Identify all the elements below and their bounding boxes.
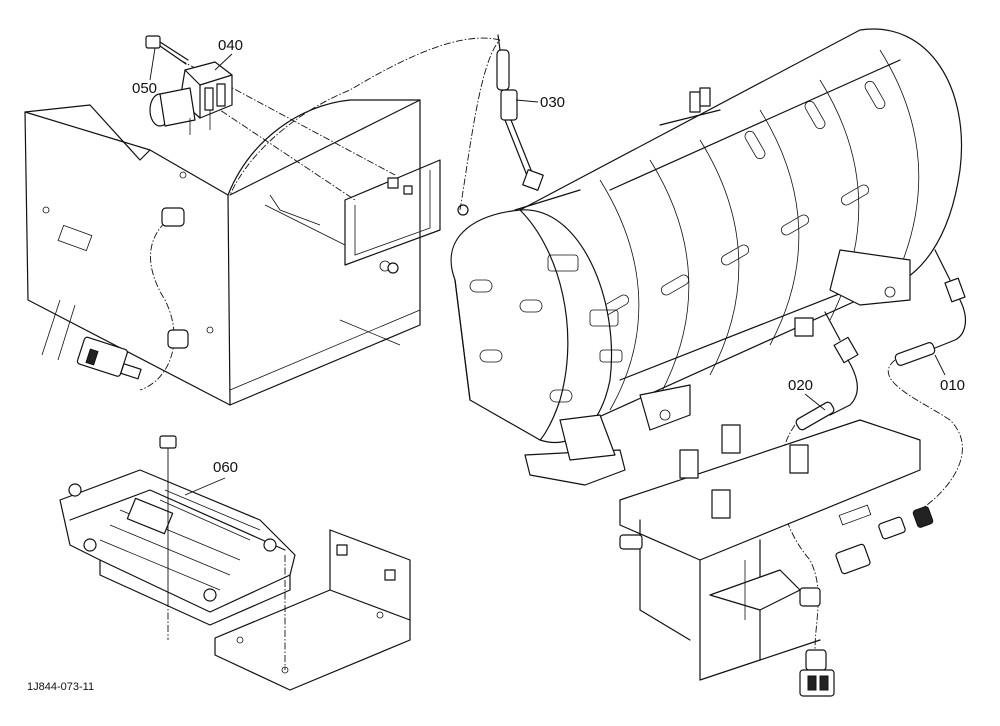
callout-label-030: 030 <box>540 94 565 111</box>
callout-050: 050 <box>132 47 157 97</box>
temperature-sensor-030 <box>496 34 544 191</box>
cable-clip <box>161 207 189 349</box>
callout-020: 020 <box>788 377 826 411</box>
callout-label-020: 020 <box>788 377 813 394</box>
callout-010: 010 <box>934 354 965 394</box>
ecu-mounting-plate <box>167 529 411 691</box>
pressure-sensor <box>149 61 233 135</box>
mounting-bracket-panel <box>24 99 421 406</box>
callout-label-040: 040 <box>218 37 243 54</box>
callout-030: 030 <box>515 94 565 111</box>
callout-040: 040 <box>214 37 243 71</box>
callout-label-010: 010 <box>940 377 965 394</box>
dpf-muffler <box>450 28 963 486</box>
sensor-mounting-bracket <box>619 419 934 697</box>
ecu-controller <box>59 435 296 626</box>
temperature-sensor-010 <box>887 249 967 511</box>
sensor-bolt <box>145 35 189 65</box>
sensor-sub-bracket <box>264 159 469 274</box>
callout-label-050: 050 <box>132 80 157 97</box>
drawing-code: 1J844-073-11 <box>27 681 94 693</box>
wire-connector-left <box>76 336 142 380</box>
callout-label-060: 060 <box>213 459 238 476</box>
callout-060: 060 <box>184 459 238 496</box>
